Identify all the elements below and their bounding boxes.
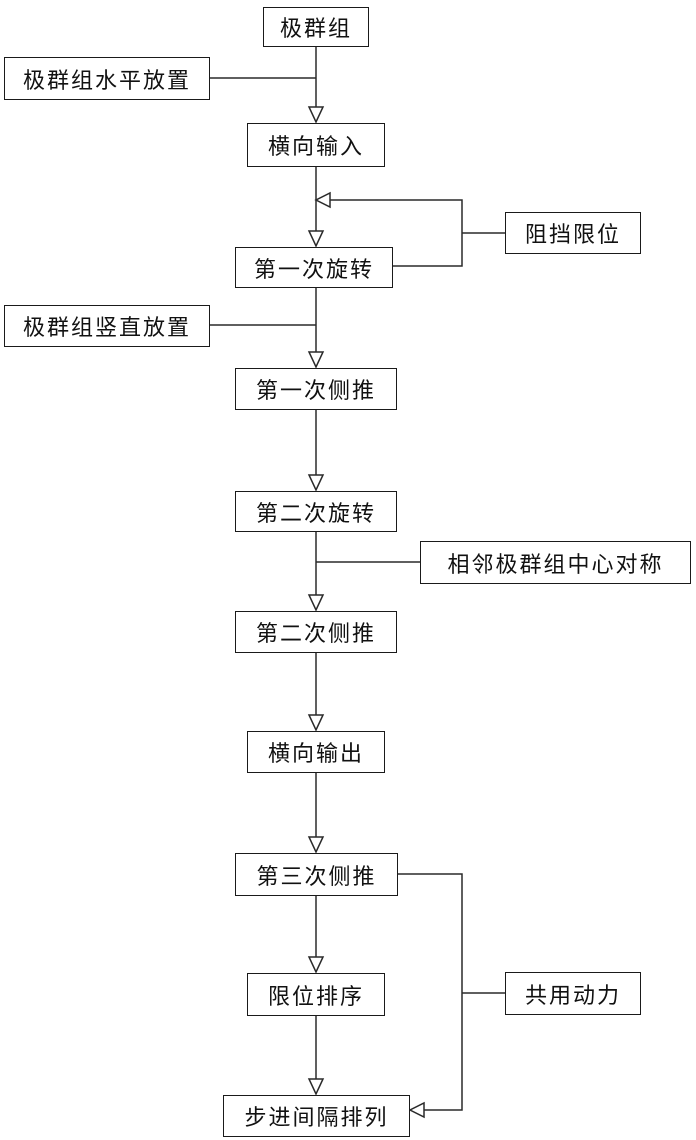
- note-block-limit-label: 阻挡限位: [525, 217, 621, 249]
- note-pole-group-vertical: 极群组竖直放置: [4, 305, 210, 347]
- step-first-side-push-label: 第一次侧推: [256, 373, 376, 405]
- step-horizontal-output-label: 横向输出: [268, 736, 364, 768]
- step-step-interval-arrange-label: 步进间隔排列: [244, 1100, 388, 1132]
- arrow-down-icon: [309, 475, 323, 490]
- step-limit-sort: 限位排序: [247, 973, 385, 1016]
- step-first-rotation: 第一次旋转: [235, 247, 393, 288]
- arrow-down-icon: [309, 107, 323, 122]
- note-shared-power: 共用动力: [505, 972, 641, 1015]
- step-second-rotation: 第二次旋转: [235, 491, 397, 532]
- note-block-limit: 阻挡限位: [505, 212, 641, 254]
- note-pole-group-horizontal: 极群组水平放置: [4, 57, 210, 100]
- arrow-down-icon: [309, 957, 323, 972]
- note-pole-group-horizontal-label: 极群组水平放置: [23, 63, 191, 95]
- step-second-side-push-label: 第二次侧推: [256, 616, 376, 648]
- arrow-down-icon: [309, 595, 323, 610]
- step-limit-sort-label: 限位排序: [268, 979, 364, 1011]
- step-first-rotation-label: 第一次旋转: [254, 252, 374, 284]
- step-third-side-push-label: 第三次侧推: [256, 859, 376, 891]
- step-second-rotation-label: 第二次旋转: [256, 496, 376, 528]
- note-adjacent-symmetric-label: 相邻极群组中心对称: [447, 547, 663, 579]
- arrow-down-icon: [309, 1079, 323, 1094]
- step-horizontal-output: 横向输出: [247, 731, 385, 773]
- step-pole-group: 极群组: [263, 7, 369, 47]
- step-third-side-push: 第三次侧推: [235, 853, 398, 896]
- arrow-down-icon: [309, 352, 323, 367]
- step-horizontal-input-label: 横向输入: [268, 129, 364, 161]
- arrow-down-icon: [309, 231, 323, 246]
- step-pole-group-label: 极群组: [280, 11, 352, 43]
- step-horizontal-input: 横向输入: [247, 123, 385, 167]
- step-step-interval-arrange: 步进间隔排列: [223, 1095, 410, 1137]
- link-shared-power-loop: [398, 874, 462, 1110]
- note-shared-power-label: 共用动力: [525, 978, 621, 1010]
- step-first-side-push: 第一次侧推: [235, 368, 397, 410]
- step-second-side-push: 第二次侧推: [235, 611, 397, 653]
- arrow-down-icon: [309, 715, 323, 730]
- note-adjacent-symmetric: 相邻极群组中心对称: [420, 541, 691, 584]
- arrow-down-icon: [309, 837, 323, 852]
- arrow-left-icon: [410, 1103, 424, 1117]
- arrow-left-icon: [316, 193, 330, 207]
- note-pole-group-vertical-label: 极群组竖直放置: [23, 310, 191, 342]
